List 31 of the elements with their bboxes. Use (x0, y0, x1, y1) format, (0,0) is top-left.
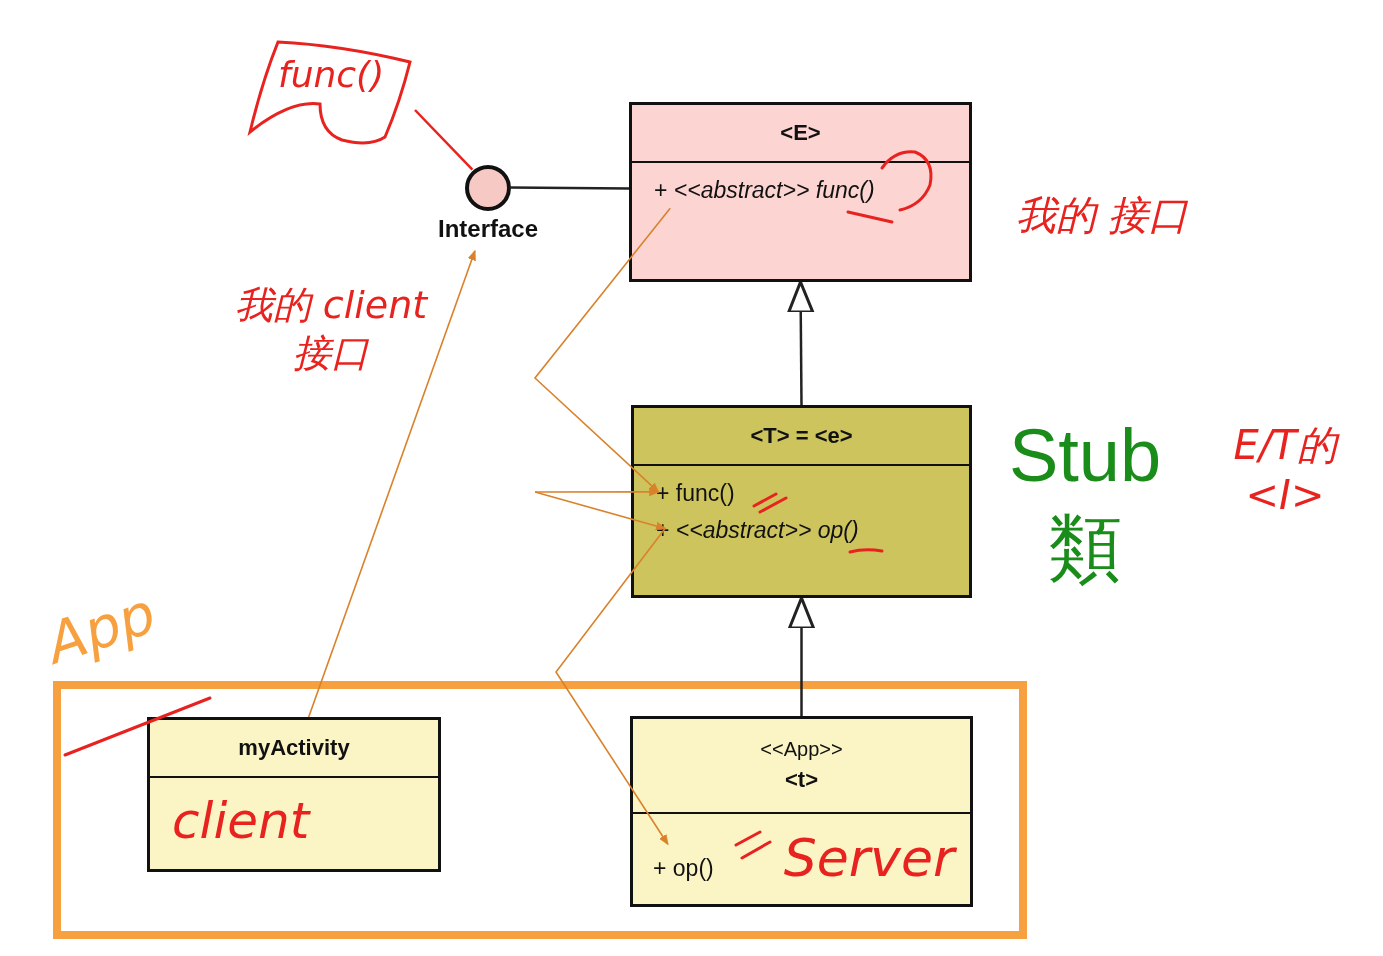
class-name: myActivity (238, 735, 350, 761)
arrow (534, 491, 667, 531)
class-member: + <<abstract>> func() (654, 177, 875, 204)
arrow (534, 487, 660, 497)
connector-line (509, 186, 629, 190)
class-name: <T> = <e> (750, 423, 853, 449)
class-box (630, 716, 973, 907)
inheritance-arrow (788, 596, 815, 716)
handwritten-note: E/T的 <I> (1200, 420, 1370, 520)
interface-label: Interface (436, 215, 539, 243)
arrow (307, 250, 476, 718)
handwritten-text: func() (278, 54, 385, 95)
class-box (629, 102, 972, 282)
class-name: <t> (785, 767, 818, 793)
arrow (555, 527, 669, 846)
inheritance-arrow (787, 280, 815, 405)
class-box (631, 405, 972, 598)
handwritten-note: 我的 接口 (1014, 191, 1190, 240)
connector-line (414, 109, 474, 171)
arrow (533, 207, 671, 493)
handwritten-note: Server (783, 828, 955, 888)
handwritten-note: client (172, 792, 310, 850)
note-flag (250, 42, 415, 142)
class-name: <<App>> (760, 738, 843, 761)
class-member: + func() (656, 480, 735, 507)
class-name: <E> (780, 120, 821, 146)
handwritten-package-label: App (38, 580, 164, 676)
handwritten-note: 我的 client 接口 (233, 282, 430, 377)
class-box (147, 717, 441, 872)
stub-class-label: Stub 類 (1007, 413, 1163, 592)
class-member: + op() (653, 855, 714, 882)
